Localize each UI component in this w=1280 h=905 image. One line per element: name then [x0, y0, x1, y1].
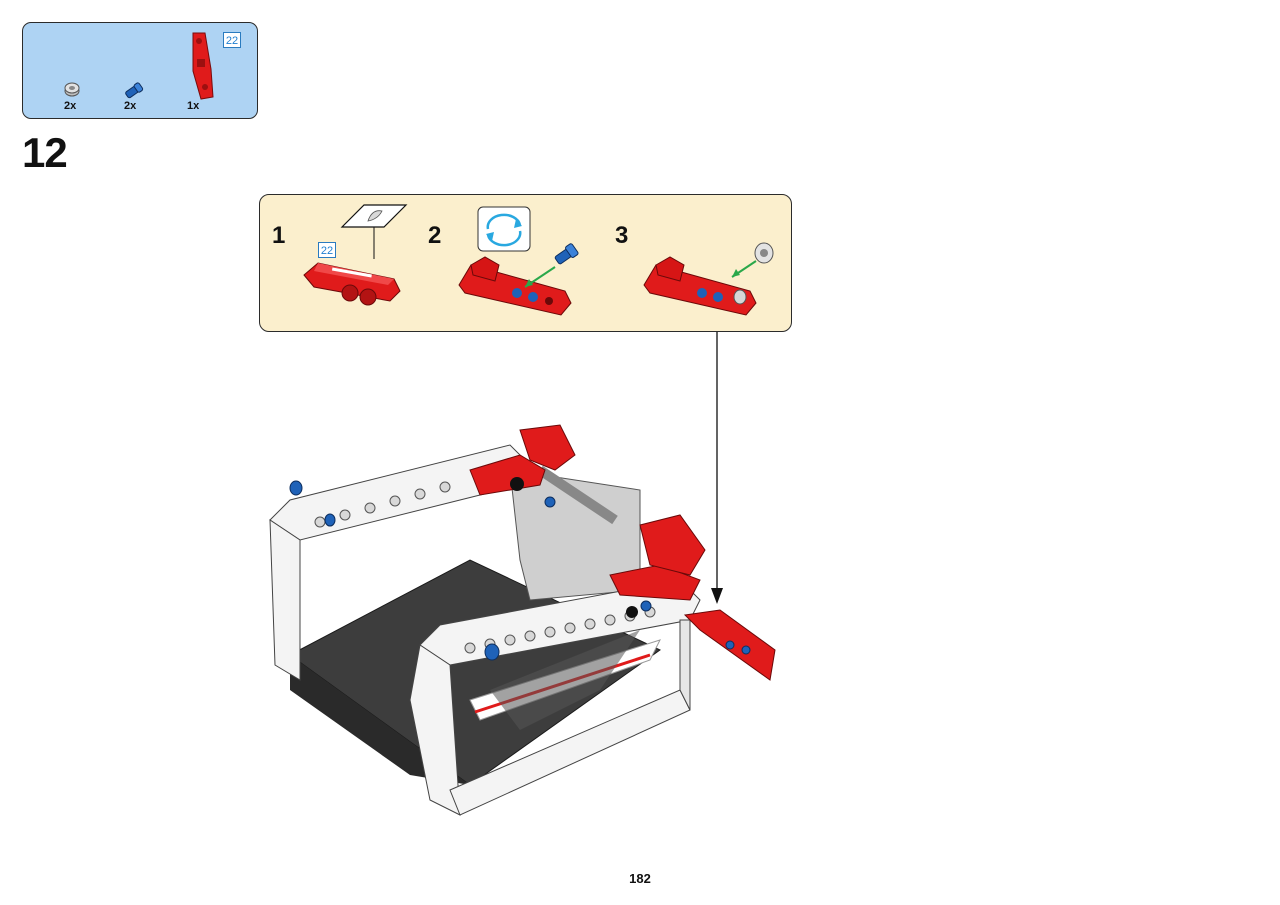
- substep-callout: 1 2 3 22: [259, 194, 792, 332]
- red-beam-with-pin-part: [458, 243, 579, 316]
- red-beam-with-bush-part: [643, 242, 774, 316]
- bush-icon: [64, 82, 80, 97]
- red-beam-part: [303, 262, 401, 306]
- sticker-icon: [340, 204, 408, 259]
- blue-pin-icon: [125, 82, 144, 99]
- part-quantity: 2x: [124, 100, 137, 112]
- part-quantity: 1x: [187, 100, 200, 112]
- step-number: 12: [22, 129, 68, 176]
- parts-list: 2x 2x 1x 22: [22, 22, 258, 119]
- part-length-badge: 22: [223, 32, 241, 48]
- part-quantity: 2x: [64, 100, 77, 112]
- rotate-icon: [477, 206, 531, 252]
- substep-label-3: 3: [615, 222, 629, 249]
- substep-label-2: 2: [428, 222, 442, 249]
- red-beam-icon: [192, 32, 214, 100]
- callout-arrow-icon: [711, 588, 723, 604]
- page-number: 182: [629, 871, 651, 886]
- sticker-badge: 22: [318, 242, 336, 258]
- substep-label-1: 1: [272, 222, 286, 249]
